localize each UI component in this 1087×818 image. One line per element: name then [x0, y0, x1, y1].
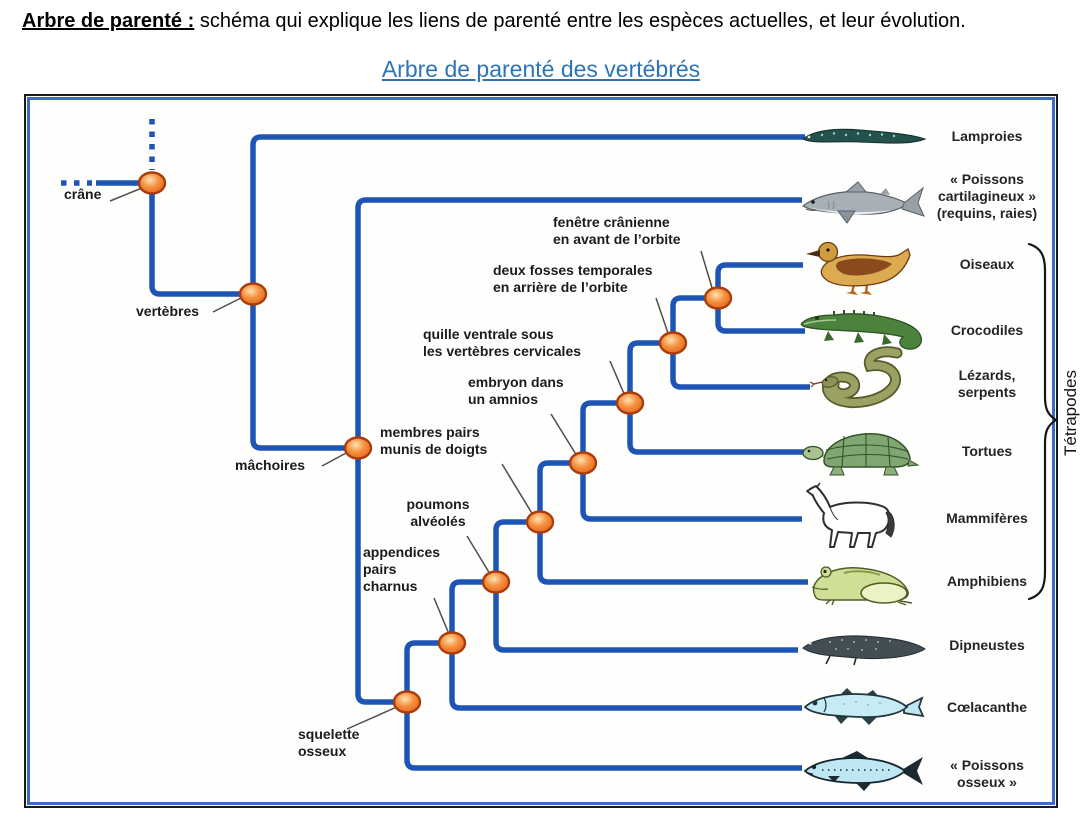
ancestor-dotted-lines — [61, 119, 155, 186]
node-quille-ventrale — [615, 391, 645, 415]
page-title: Arbre de parenté des vertébrés — [381, 56, 701, 82]
trait-label-membres-pairs-doigts: membres pairs munis de doigts — [380, 424, 488, 457]
horse-icon — [806, 482, 895, 548]
node-membres-pairs-doigts — [525, 510, 555, 534]
tetrapodes-bracket — [1027, 242, 1059, 601]
node-appendices-pairs-charnus — [437, 631, 467, 655]
species-label-poissons-cartilagineux: « Poissons cartilagineux » (requins, rai… — [936, 171, 1038, 221]
node-fenetre-cranienne — [703, 286, 733, 310]
node-deux-fosses-temporales — [658, 331, 688, 355]
node-machoires — [343, 436, 373, 460]
coelacanth-icon — [803, 688, 925, 725]
definition-term: Arbre de parenté : — [22, 10, 195, 32]
species-label-lezards-serpents: Lézards, serpents — [957, 367, 1017, 400]
definition-text: schéma qui explique les liens de parenté… — [194, 10, 966, 32]
trait-label-quille-ventrale: quille ventrale sous les vertèbres cervi… — [423, 326, 582, 359]
trait-label-vertebres: vertèbres — [136, 303, 200, 319]
shark-icon — [801, 181, 925, 224]
trait-label-squelette-osseux: squelette osseux — [298, 726, 360, 759]
lungfish-icon — [802, 635, 926, 666]
phylogenetic-tree — [61, 119, 1059, 771]
label-callout-lines — [109, 187, 714, 730]
lamprey-icon — [802, 128, 927, 144]
node-vertebres — [238, 282, 268, 306]
tree-branches — [149, 134, 810, 771]
trait-label-deux-fosses-temporales: deux fosses temporales en arrière de l’o… — [493, 262, 653, 295]
trait-label-machoires: mâchoires — [235, 457, 306, 473]
trait-label-crane: crâne — [64, 186, 102, 202]
trait-label-embryon-amnios: embryon dans un amnios — [468, 374, 564, 407]
species-label-dipneustes: Dipneustes — [949, 637, 1025, 653]
bony-fish-icon — [803, 751, 923, 791]
species-label-mammiferes: Mammifères — [946, 510, 1028, 526]
species-label-amphibiens: Amphibiens — [946, 573, 1028, 589]
species-label-crocodiles: Crocodiles — [950, 322, 1024, 338]
turtle-icon — [802, 433, 920, 476]
node-embryon-amnios — [568, 451, 598, 475]
trait-label-appendices-pairs-charnus: appendices pairs charnus — [363, 544, 441, 594]
definition-line: Arbre de parenté : schéma qui explique l… — [22, 10, 1072, 33]
species-label-coelacanthe: Cœlacanthe — [946, 699, 1028, 715]
duck-icon — [806, 241, 911, 295]
species-label-lamproies: Lamproies — [951, 128, 1023, 144]
frog-icon — [811, 566, 913, 606]
diagram-canvas: crâne vertèbres mâchoires squelette osse… — [27, 97, 1059, 805]
node-squelette-osseux — [392, 690, 422, 714]
diagram-frame: crâne vertèbres mâchoires squelette osse… — [24, 94, 1059, 808]
snake-icon — [809, 346, 903, 409]
trait-label-poumons-alveoles: poumons alvéolés — [406, 496, 470, 529]
species-label-tortues: Tortues — [961, 443, 1013, 459]
species-label-poissons-osseux: « Poissons osseux » — [950, 757, 1024, 790]
tetrapodes-group-label: Tétrapodes — [1061, 370, 1080, 456]
node-poumons-alveoles — [481, 570, 511, 594]
node-crane — [137, 171, 167, 195]
trait-label-fenetre-cranienne: fenêtre crânienne en avant de l’orbite — [553, 214, 681, 247]
crocodile-icon — [800, 310, 922, 350]
species-label-oiseaux: Oiseaux — [959, 256, 1015, 272]
